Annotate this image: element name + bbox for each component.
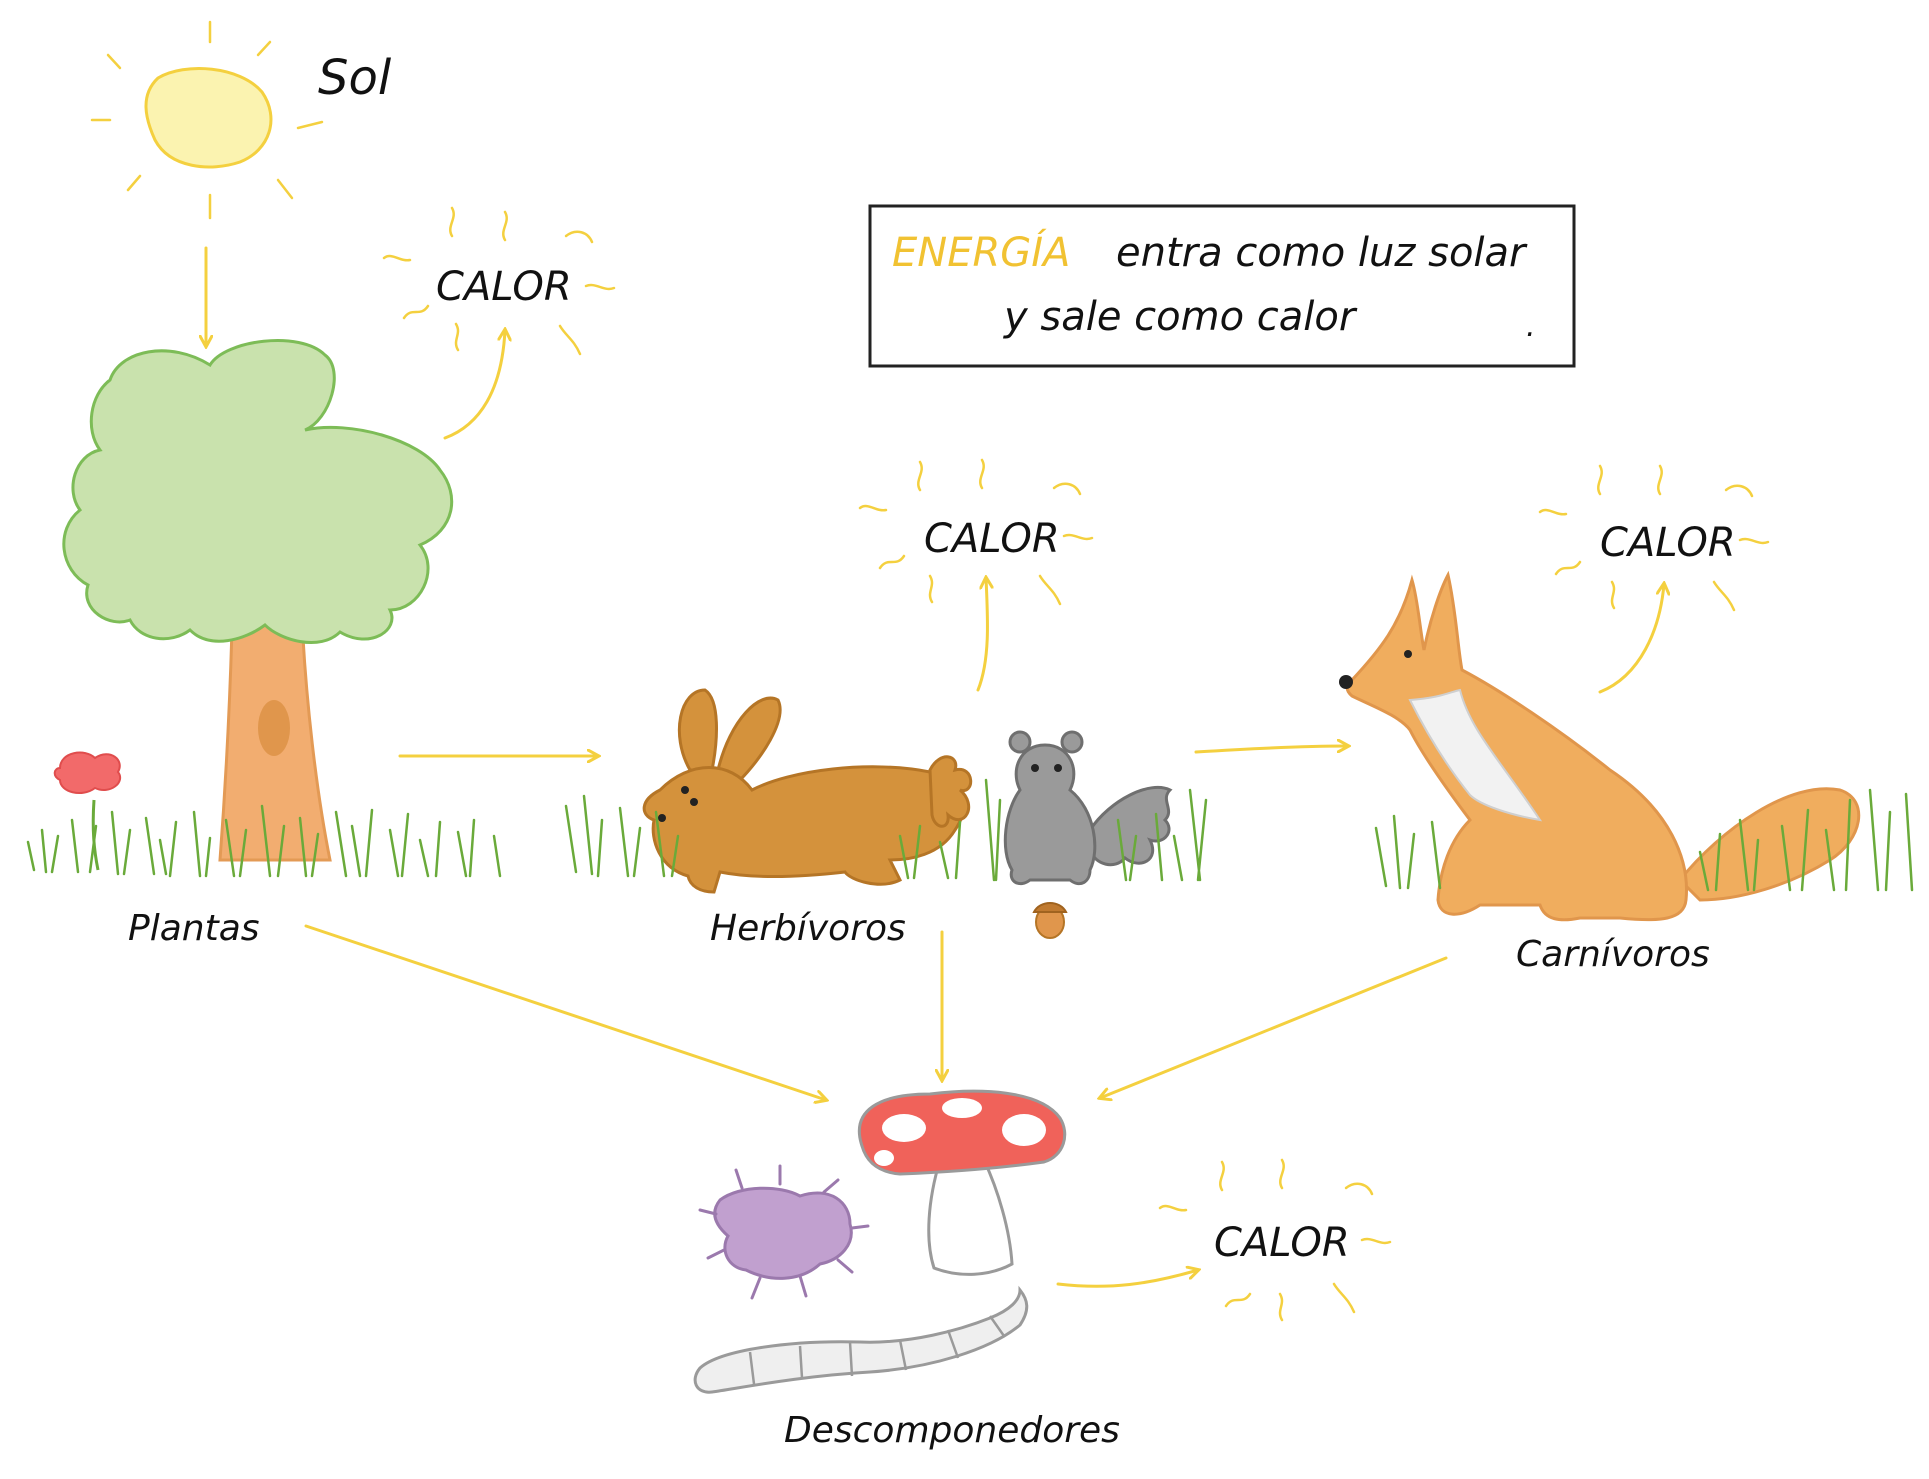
- squirrel-icon: [1003, 730, 1173, 886]
- heat-burst-herbivores: [858, 458, 1094, 606]
- grass-plants: [26, 804, 502, 878]
- fox-icon: [1339, 570, 1861, 922]
- flower-icon: [53, 751, 121, 871]
- grass-carnivores: [1374, 788, 1914, 892]
- decomposers-heat-arrow: [1056, 1270, 1198, 1288]
- heat-label-carnivores: CALOR: [1600, 520, 1736, 566]
- worm-icon: [693, 1285, 1029, 1394]
- energy-note-line1: entra como luz solar: [1116, 230, 1528, 276]
- acorn-icon: [1032, 902, 1068, 939]
- herbivores-heat-arrow: [976, 578, 988, 692]
- herbivores-to-carnivores-arrow: [1194, 746, 1348, 754]
- energy-highlight: ENERGÍA: [892, 228, 1070, 276]
- heat-burst-plants: [382, 206, 616, 356]
- heat-burst-carnivores: [1538, 464, 1770, 612]
- plants-heat-arrow: [443, 330, 505, 440]
- rabbit-icon: [642, 688, 973, 894]
- bug-icon: [698, 1164, 870, 1300]
- decomposers-label: Descomponedores: [784, 1410, 1120, 1451]
- sun-label: Sol: [318, 50, 392, 106]
- heat-burst-decomposers: [1158, 1158, 1392, 1322]
- herbivores-label: Herbívoros: [710, 908, 906, 949]
- carnivores-label: Carnívoros: [1516, 934, 1710, 975]
- plants-to-decomposers-arrow: [304, 924, 826, 1100]
- energy-note-box: ENERGÍA entra como luz solar y sale como…: [868, 204, 1576, 368]
- plants-label: Plantas: [128, 908, 260, 949]
- mushroom-icon: [857, 1089, 1067, 1276]
- sun-icon: [90, 20, 324, 220]
- heat-label-decomposers: CALOR: [1214, 1220, 1350, 1266]
- energy-note-line2: y sale como calor: [1003, 294, 1358, 340]
- energy-note-period: .: [1526, 309, 1536, 344]
- heat-label-herbivores: CALOR: [924, 516, 1060, 562]
- grass-herbivores: [564, 778, 1208, 882]
- carnivores-heat-arrow: [1598, 584, 1664, 694]
- tree-icon: [62, 339, 454, 862]
- heat-label-plants: CALOR: [436, 264, 572, 310]
- carnivores-to-decomposers-arrow: [1100, 956, 1448, 1098]
